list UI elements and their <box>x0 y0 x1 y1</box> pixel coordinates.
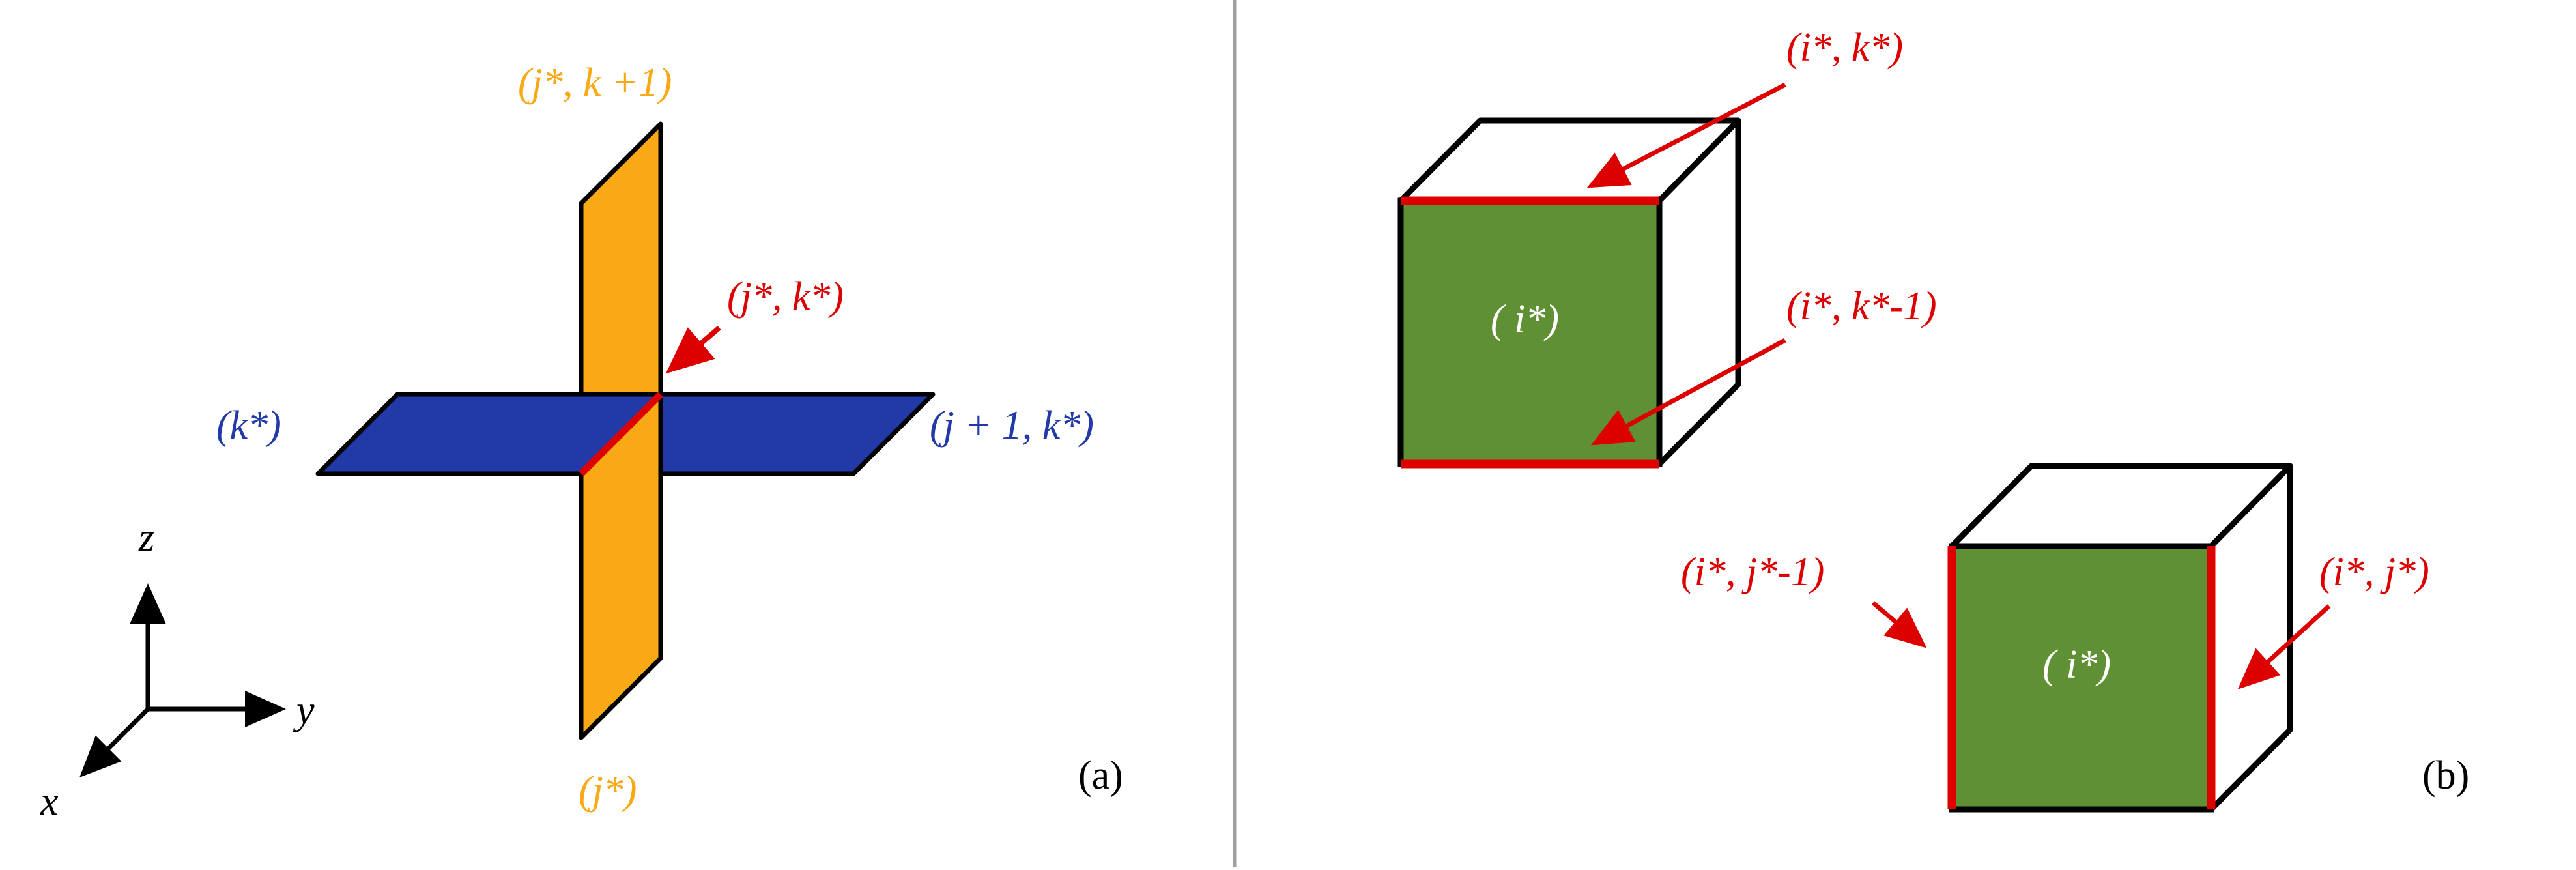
cube-1-face-label: ( i*) <box>1491 297 1559 341</box>
cube-1-bottom-edge-label: (i*, k*-1) <box>1786 284 1937 328</box>
label-left-blue: (k*) <box>216 403 281 448</box>
cube-2: ( i*) (i*, j*-1) (i*, j*) <box>1681 463 2429 813</box>
cube-1-top-edge-label: (i*, k*) <box>1786 25 1903 70</box>
axes: z y x <box>40 515 315 824</box>
panel-b: ( i*) (i*, k*) (i*, k*-1) ( i*) (i*, j*-… <box>1397 25 2469 813</box>
cube-2-right-edge-label: (i*, j*) <box>2319 550 2429 594</box>
label-right-blue: (j + 1, k*) <box>930 403 1094 448</box>
cube-2-face-label: ( i*) <box>2042 643 2111 687</box>
cube-1: ( i*) (i*, k*) (i*, k*-1) <box>1397 25 1937 469</box>
edge-arrow <box>665 325 721 374</box>
label-top-orange: (j*, k +1) <box>518 61 672 105</box>
label-edge-red: (j*, k*) <box>727 274 844 319</box>
x-axis-label: x <box>40 779 59 824</box>
panel-a: (j*, k +1) (j*) (k*) (j + 1, k*) (j*, k*… <box>40 61 1123 824</box>
cube-2-left-arrow <box>1871 601 1927 648</box>
y-axis-label: y <box>293 688 315 732</box>
label-bottom-orange: (j*) <box>579 768 637 813</box>
caption-a: (a) <box>1078 753 1123 798</box>
x-axis <box>79 707 150 777</box>
cube-2-front-face <box>1949 543 2214 813</box>
cube-2-left-edge-label: (i*, j*-1) <box>1681 550 1824 594</box>
cube-2-right-arrow <box>2237 604 2331 689</box>
caption-b: (b) <box>2422 753 2469 798</box>
cube-1-bottom-arrow <box>1590 338 1786 446</box>
z-axis-label: z <box>138 515 154 560</box>
intersection-edge <box>579 392 663 476</box>
cube-1-top-arrow <box>1586 82 1786 188</box>
